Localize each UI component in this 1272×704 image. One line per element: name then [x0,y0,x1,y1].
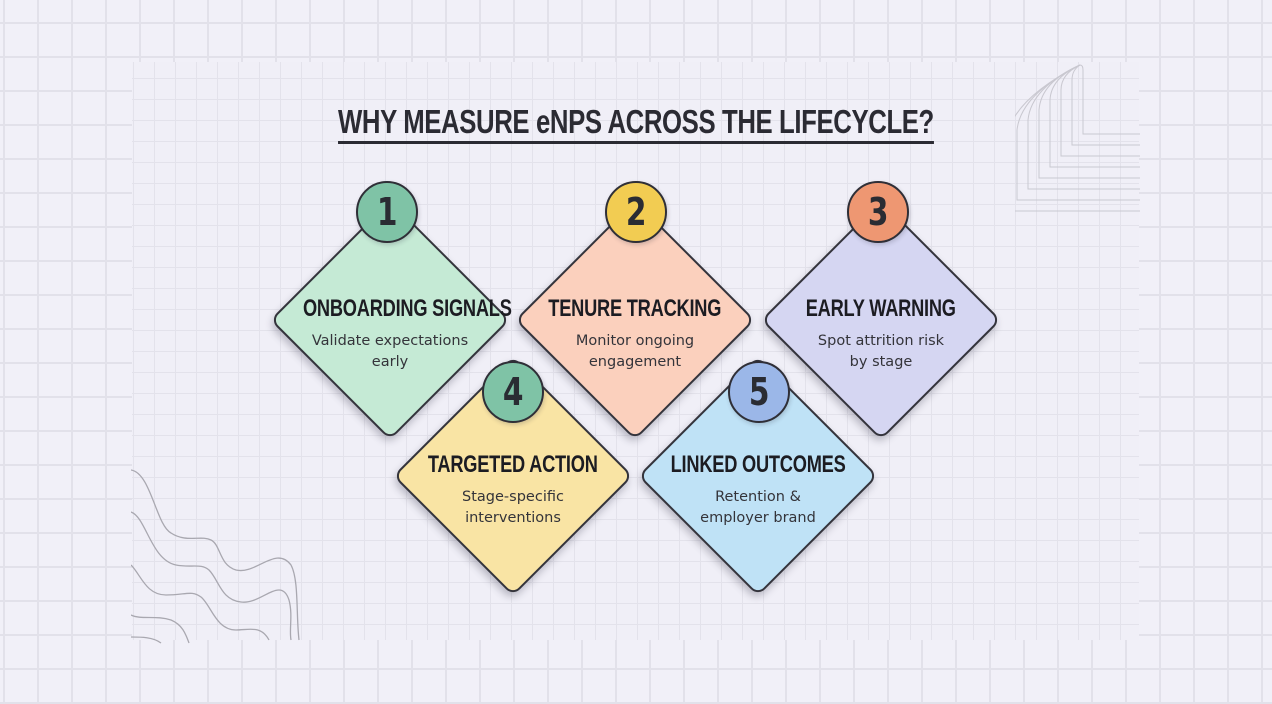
card-title: EARLY WARNING [805,295,957,322]
badge-number: 2 [625,190,647,234]
badge-number: 5 [748,370,770,414]
badge-number: 1 [376,190,398,234]
number-badge: 1 [356,181,418,243]
card-title: TENURE TRACKING [548,295,722,322]
card-targeted-action: 4 TARGETED ACTION Stage-specific interve… [392,355,634,597]
card-title: LINKED OUTCOMES [670,451,846,478]
card-subtitle: Retention & employer brand [700,489,816,526]
card-linked-outcomes: 5 LINKED OUTCOMES Retention & employer b… [637,355,879,597]
page-title: WHY MEASURE eNPS ACROSS THE LIFECYCLE? [0,103,1272,144]
card-title: TARGETED ACTION [428,451,598,478]
wavy-lines-decoration-icon [131,469,300,644]
number-badge: 4 [482,361,544,423]
number-badge: 2 [605,181,667,243]
card-subtitle: Monitor ongoing engagement [575,333,695,370]
card-subtitle: Validate expectations early [311,333,469,370]
number-badge: 3 [847,181,909,243]
card-title: ONBOARDING SIGNALS [302,295,512,322]
card-subtitle: Spot attrition risk by stage [817,333,945,370]
badge-number: 4 [502,370,524,414]
card-tenure-tracking: 2 TENURE TRACKING Monitor ongoing engage… [514,181,756,441]
page-title-text: WHY MEASURE eNPS ACROSS THE LIFECYCLE? [338,103,934,144]
arc-lines-decoration-icon [1015,64,1140,212]
card-subtitle: Stage-specific interventions [462,489,564,526]
card-early-warning: 3 EARLY WARNING Spot attrition risk by s… [760,181,1002,441]
number-badge: 5 [728,361,790,423]
card-onboarding-signals: 1 ONBOARDING SIGNALS Validate expectatio… [269,181,512,441]
badge-number: 3 [867,190,889,234]
